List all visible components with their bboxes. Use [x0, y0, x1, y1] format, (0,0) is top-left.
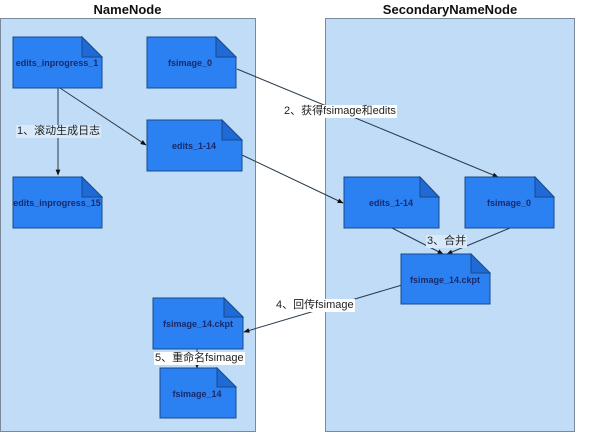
- document-label: fsimage_14: [172, 389, 221, 399]
- document-fsimage-14[interactable]: fsimage_14: [159, 366, 238, 419]
- document-edits-1-14[interactable]: edits_1-14: [146, 118, 244, 172]
- document-fsimage-0[interactable]: fsimage_0: [146, 35, 238, 89]
- edge-label-step1: 1、滚动生成日志: [16, 125, 102, 138]
- document-label: edits_1-14: [172, 141, 216, 151]
- edge-label-step4: 4、回传fsimage: [275, 299, 355, 312]
- document-label: edits_inprogress_15: [13, 198, 101, 208]
- namenode-title: NameNode: [93, 2, 162, 17]
- document-edits-inprogress-1[interactable]: edits_inprogress_1: [12, 35, 104, 89]
- edge-fsimage-0-to-snn-fsimage-0: [236, 68, 499, 178]
- edge-snn-fsimage-to-ckpt: [446, 227, 511, 255]
- document-edits-inprogress-15[interactable]: edits_inprogress_15: [12, 175, 104, 229]
- edge-label-step5: 5、重命名fsimage: [154, 352, 245, 365]
- document-snn-fsimage-0[interactable]: fsimage_0: [464, 175, 556, 229]
- document-label: fsimage_0: [487, 198, 531, 208]
- edge-label-step2: 2、获得fsimage和edits: [283, 105, 397, 118]
- edge-snn-edits-to-ckpt: [391, 227, 444, 255]
- document-label: edits_1-14: [369, 198, 413, 208]
- edge-edits-inprogress-1-to-edits-1-14: [59, 87, 147, 146]
- edge-label-step3: 3、合并: [426, 235, 468, 248]
- document-label: fsimage_0: [168, 58, 212, 68]
- document-label: edits_inprogress_1: [16, 58, 99, 68]
- document-snn-edits-1-14[interactable]: edits_1-14: [343, 175, 441, 229]
- edge-edits-1-14-to-snn-edits-1-14: [241, 154, 344, 204]
- secondary-namenode-title: SecondaryNameNode: [382, 2, 518, 17]
- document-nn-fsimage-14-ckpt[interactable]: fsimage_14.ckpt: [152, 296, 245, 350]
- document-label: fsimage_14.ckpt: [163, 319, 233, 329]
- document-label: fsimage_14.ckpt: [410, 275, 480, 285]
- document-snn-fsimage-14-ckpt[interactable]: fsimage_14.ckpt: [400, 252, 492, 305]
